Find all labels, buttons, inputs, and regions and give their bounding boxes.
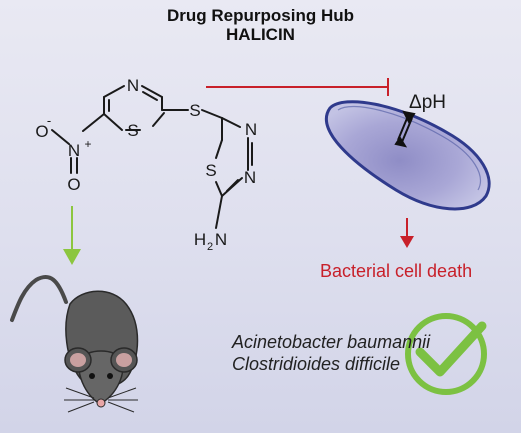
atom-label: S	[127, 121, 138, 140]
bacterium-icon	[324, 100, 491, 211]
bacterial-cell-death-label: Bacterial cell death	[320, 261, 473, 281]
halicin-structure	[51, 85, 253, 229]
bond	[215, 181, 223, 197]
double-bond	[226, 179, 239, 192]
bond	[82, 113, 105, 132]
atom-label: N	[244, 168, 256, 187]
atom-label: N	[127, 76, 139, 95]
atom-label: N	[215, 230, 227, 249]
subscript-label: 2	[207, 241, 213, 253]
atom-label: O	[35, 122, 48, 141]
charge-label: -	[47, 113, 51, 128]
checkmark-icon	[405, 313, 487, 395]
charge-label: +	[84, 137, 91, 151]
mouse-icon	[10, 274, 139, 413]
bond	[141, 85, 163, 98]
death-arrow	[400, 218, 414, 248]
species-acinetobacter: Acinetobacter baumannii	[232, 332, 431, 352]
proton-flux-arrows	[394, 110, 416, 148]
atom-label: H	[194, 230, 206, 249]
atom-label: N	[245, 120, 257, 139]
bond	[215, 195, 223, 229]
atom-label: N	[68, 141, 80, 160]
atom-labels: N S S N N S O - N + O H 2 N	[35, 76, 257, 253]
bond	[201, 109, 223, 119]
inhibition-arrow	[206, 78, 389, 96]
bond	[103, 113, 123, 131]
title-line-2: HALICIN	[226, 25, 295, 44]
double-bond	[142, 91, 158, 101]
bond	[152, 112, 165, 127]
bond	[215, 139, 223, 159]
delta-ph-label: ΔpH	[409, 92, 446, 113]
bond	[221, 117, 241, 128]
bond	[51, 129, 70, 145]
bond	[103, 85, 125, 98]
in-vivo-arrow	[63, 206, 81, 265]
atom-label: S	[205, 161, 216, 180]
title-line-1: Drug Repurposing Hub	[167, 6, 354, 25]
atom-label: S	[189, 101, 200, 120]
atom-label: O	[67, 175, 80, 194]
species-clostridioides: Clostridioides difficile	[232, 354, 401, 374]
